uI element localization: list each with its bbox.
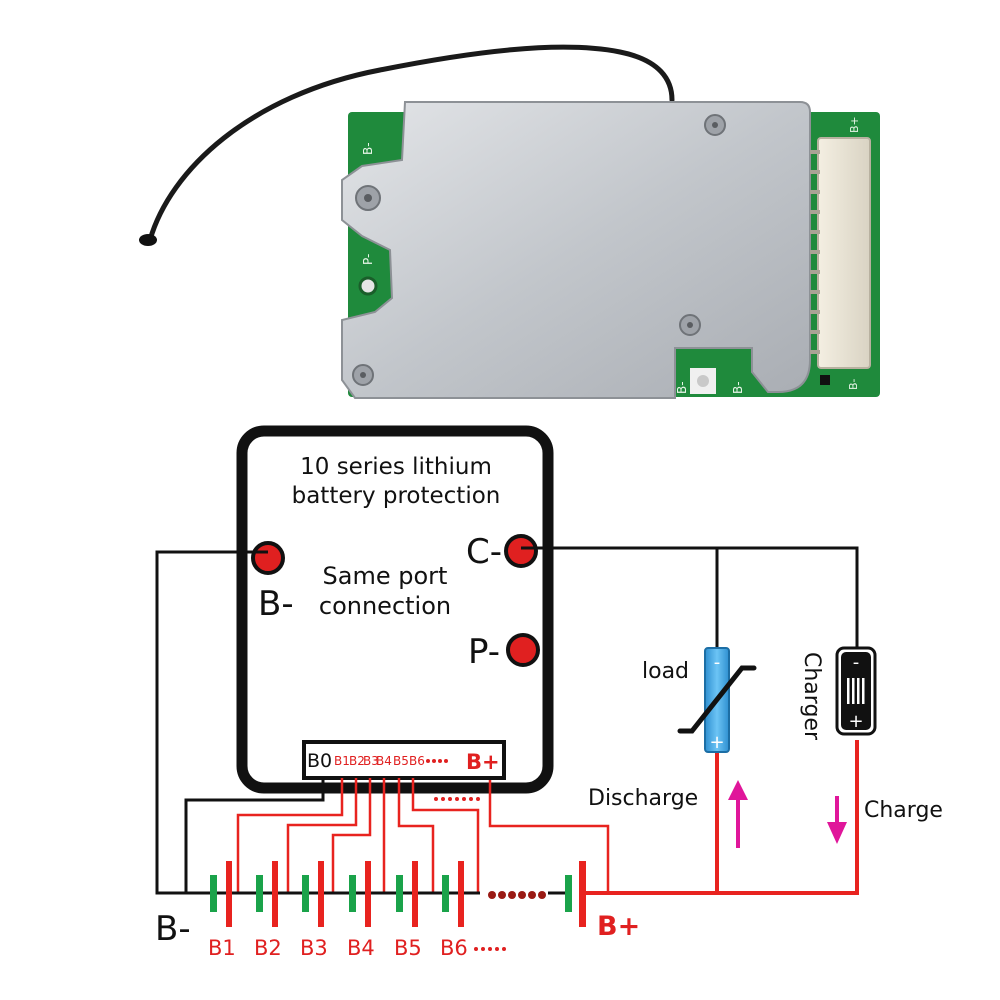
- terminal-c-minus-label: C-: [466, 532, 502, 572]
- black-wires: [155, 546, 859, 895]
- wire-bplus-bus: [586, 740, 859, 895]
- lead-b2: [286, 778, 358, 893]
- connector-bplus-label: B+: [466, 750, 500, 774]
- pcb-label-bplus: B+: [848, 116, 861, 133]
- charger-minus-sign: -: [853, 652, 860, 673]
- thermistor-probe: [139, 234, 157, 246]
- load-resistor: - +: [677, 647, 757, 753]
- connector-b0-label: B0: [307, 750, 332, 772]
- connector-pin-b6: B6: [409, 754, 425, 768]
- battery-cell-b1: [210, 861, 232, 927]
- pcb-label-bminus-b: B-: [731, 381, 745, 394]
- balance-connector: [817, 137, 871, 369]
- charger-plus-sign: +: [848, 711, 863, 732]
- product-photo: B+ B- P- B- B- B-: [139, 44, 880, 399]
- discharge-label: Discharge: [588, 786, 698, 811]
- bms-board-box: [236, 425, 554, 794]
- board-title-line2: battery protection: [292, 483, 501, 509]
- cell-label-ellipsis: [474, 947, 506, 951]
- screw-icon: [679, 314, 701, 336]
- wire-b0: [184, 778, 325, 893]
- cell-label-b2: B2: [254, 936, 282, 960]
- charge-arrow-icon: [827, 796, 847, 844]
- terminal-b-minus-label: B-: [258, 584, 294, 624]
- screw-icon: [704, 114, 726, 136]
- screw-icon: [352, 364, 374, 386]
- red-balance-leads: [236, 778, 610, 893]
- battery-cell-b3: [302, 861, 324, 927]
- connector-pins: [810, 150, 820, 354]
- pcb-label-bminus-right: B-: [847, 378, 860, 390]
- load-plus-sign: +: [709, 732, 724, 753]
- same-port-line2: connection: [319, 592, 451, 620]
- connector-pin-b4: B4: [376, 754, 392, 768]
- cell-label-b5: B5: [394, 936, 422, 960]
- board-title-line1: 10 series lithium: [300, 454, 492, 480]
- battery-cell-b2: [256, 861, 278, 927]
- battery-cell-last: [548, 861, 586, 927]
- connector-pin-b3: B3: [363, 754, 379, 768]
- terminal-c-minus: [504, 534, 538, 568]
- lead-bplus: [488, 780, 610, 893]
- battery-cell-chain: [210, 861, 586, 927]
- terminal-b-minus: [251, 541, 285, 575]
- connector-pin-b2: B2: [349, 754, 365, 768]
- lead-b1: [236, 778, 344, 893]
- cell-labels: B1 B2 B3 B4 B5 B6: [208, 936, 468, 960]
- lead-b5: [397, 778, 435, 893]
- cell-label-b4: B4: [347, 936, 375, 960]
- charge-label: Charge: [864, 798, 943, 823]
- lead-b6: [411, 778, 480, 893]
- cell-label-b1: B1: [208, 936, 236, 960]
- cell-label-b3: B3: [300, 936, 328, 960]
- terminal-p-minus: [506, 633, 540, 667]
- thermistor-wire: [147, 44, 675, 243]
- pad-hole: [358, 276, 378, 296]
- pcb-label-pminus: P-: [361, 254, 375, 265]
- same-port-line1: Same port: [323, 562, 448, 590]
- battery-cell-b4: [349, 861, 371, 927]
- discharge-arrow-icon: [728, 780, 748, 848]
- cell-chain-ellipsis: [488, 891, 546, 899]
- load-label: load: [642, 659, 689, 684]
- b-minus-bottom-label: B-: [155, 909, 191, 949]
- red-main-wires: [586, 740, 859, 895]
- variable-resistor-slash: [677, 665, 757, 734]
- charger-icon: - +: [835, 646, 877, 736]
- wire-c-minus: [521, 546, 859, 648]
- lead-ellipsis-dots: [434, 797, 480, 801]
- connector-pin-labels: B1 B2 B3 B4 B5 B6: [334, 754, 425, 768]
- pcb-label-bminus-left: B-: [361, 142, 375, 155]
- screw-icon: [355, 185, 381, 211]
- connector-ellipsis-dots: [426, 759, 448, 763]
- balance-connector-strip: [302, 740, 506, 780]
- battery-cell-b5: [396, 861, 418, 927]
- b-plus-bottom-label: B+: [597, 911, 640, 942]
- charger-label: Charger: [799, 652, 824, 741]
- connector-pin-b5: B5: [393, 754, 409, 768]
- connector-pin-b1: B1: [334, 754, 350, 768]
- battery-cell-b6: [442, 861, 464, 927]
- terminal-p-minus-label: P-: [468, 632, 500, 672]
- pcb-label-bminus-a: B-: [675, 381, 689, 394]
- load-minus-sign: -: [714, 652, 721, 673]
- cell-label-b6: B6: [440, 936, 468, 960]
- lead-b3: [331, 778, 372, 893]
